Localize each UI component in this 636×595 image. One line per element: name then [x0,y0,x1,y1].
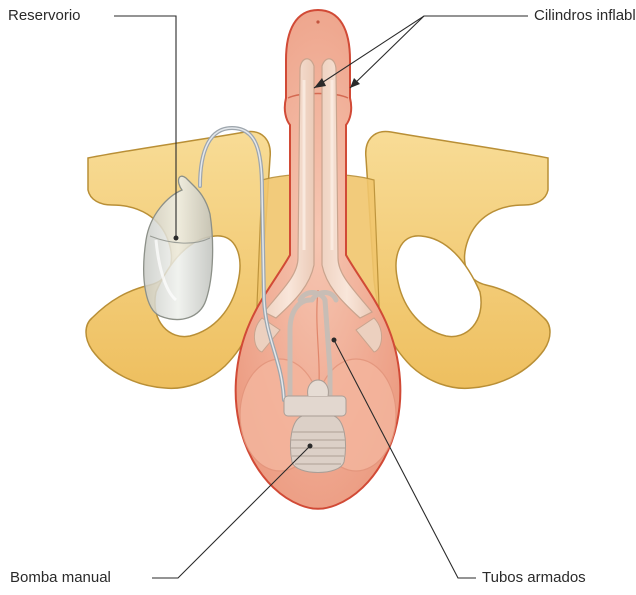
reservoir-label: Reservorio [8,7,81,25]
pump-label: Bomba manual [10,569,111,587]
tubing-label: Tubos armados [482,569,586,587]
cylinders-label: Cilindros inflables [534,7,636,25]
